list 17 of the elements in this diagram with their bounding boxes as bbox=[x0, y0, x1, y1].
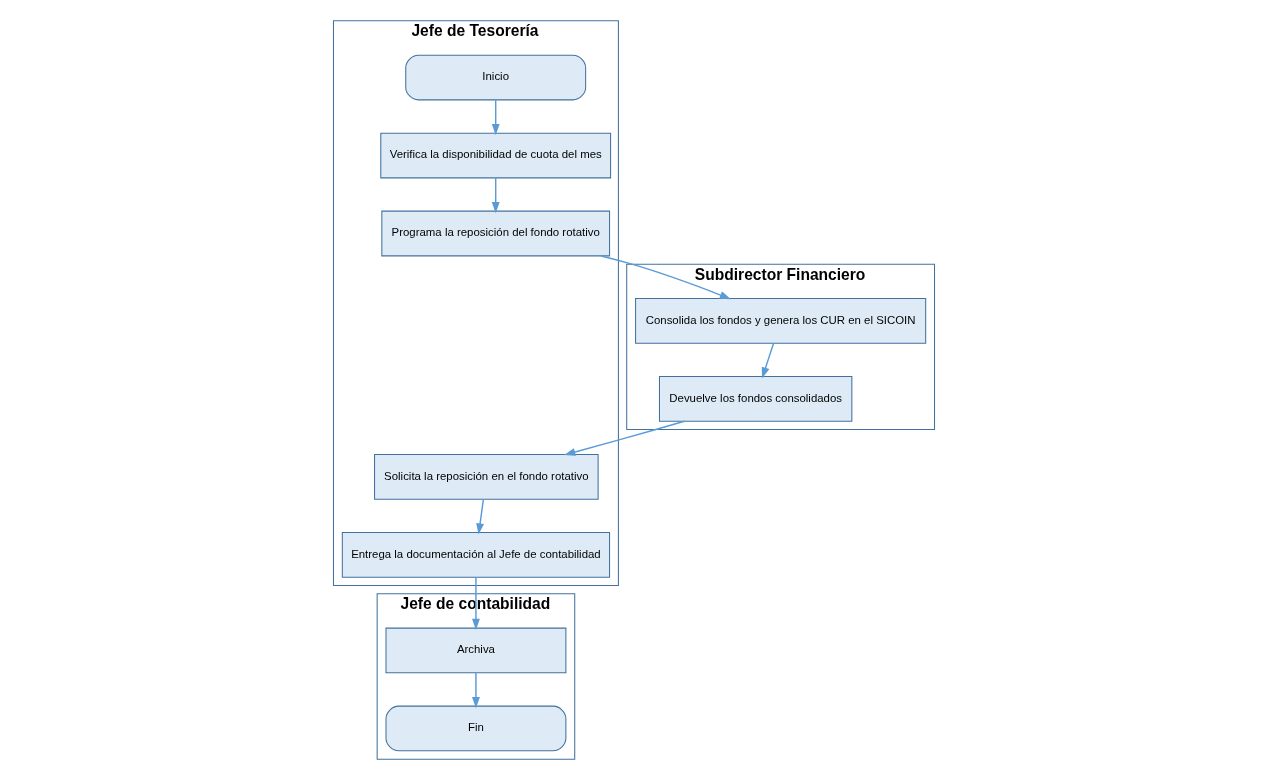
arrow bbox=[491, 99, 500, 136]
node-box: Entrega la documentación al Jefe de contabilidad bbox=[341, 531, 611, 578]
node-box: Fin bbox=[385, 705, 567, 752]
arrow bbox=[472, 672, 480, 709]
node-box: Consolida los fondos y genera los CUR en el SICOIN bbox=[635, 297, 927, 344]
node-box: Solicita la reposición en el fondo rotativo bbox=[374, 453, 599, 500]
node-box: Devuelve los fondos consolidados bbox=[658, 375, 853, 422]
node-box: Inicio bbox=[405, 54, 587, 101]
node-box: Archiva bbox=[385, 627, 567, 674]
node-box: Programa la reposición del fondo rotativo bbox=[381, 210, 611, 257]
arrow bbox=[600, 255, 731, 300]
arrow bbox=[564, 420, 686, 456]
arrow bbox=[476, 498, 485, 535]
arrow bbox=[491, 177, 500, 214]
arrow bbox=[472, 576, 480, 631]
arrow bbox=[761, 342, 775, 379]
node-box: Verifica la disponibilidad de cuota del mes bbox=[380, 132, 612, 179]
